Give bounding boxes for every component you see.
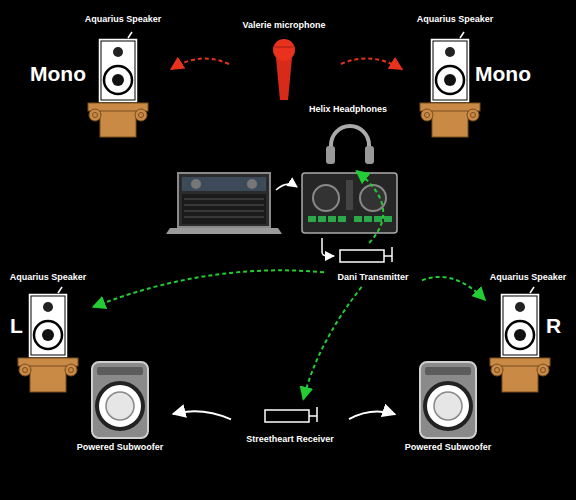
device-label: Valerie microphone <box>242 20 325 30</box>
wireless-link <box>93 270 324 307</box>
subwoofer-node: Powered Subwoofer <box>398 362 498 456</box>
device-label: Dani Transmitter <box>337 272 408 282</box>
speaker-node: Aquarius SpeakerL <box>4 268 90 360</box>
speaker-node: Aquarius SpeakerMono <box>28 12 168 140</box>
channel-label: L <box>10 314 23 338</box>
speaker-node: Aquarius SpeakerR <box>488 268 572 360</box>
cable-link <box>349 411 395 419</box>
device-label: Powered Subwoofer <box>77 442 164 452</box>
wireless-link <box>171 59 229 70</box>
wireless-link <box>303 287 361 399</box>
headphones-node: Helix Headphones <box>298 102 402 168</box>
device-label: Aquarius Speaker <box>10 272 87 282</box>
device-label: Powered Subwoofer <box>405 442 492 452</box>
subwoofer-node: Powered Subwoofer <box>70 362 170 456</box>
channel-label: R <box>546 314 561 338</box>
speaker-node: Aquarius SpeakerMono <box>405 12 548 140</box>
device-label: Aquarius Speaker <box>417 14 494 24</box>
wireless-link <box>341 58 402 69</box>
device-label: Aquarius Speaker <box>85 14 162 24</box>
channel-label: Mono <box>30 62 86 86</box>
device-label: Helix Headphones <box>309 104 387 114</box>
device-label: Aquarius Speaker <box>490 272 567 282</box>
wireless-link <box>356 171 383 243</box>
channel-label: Mono <box>475 62 531 86</box>
transmitter-node: Dani Transmitter <box>325 244 421 286</box>
wireless-link <box>422 277 485 300</box>
cable-link <box>173 411 231 419</box>
device-label: Streetheart Receiver <box>246 434 334 444</box>
receiver-node: Streetheart Receiver <box>232 402 348 448</box>
microphone-node: Valerie microphone <box>230 14 340 104</box>
